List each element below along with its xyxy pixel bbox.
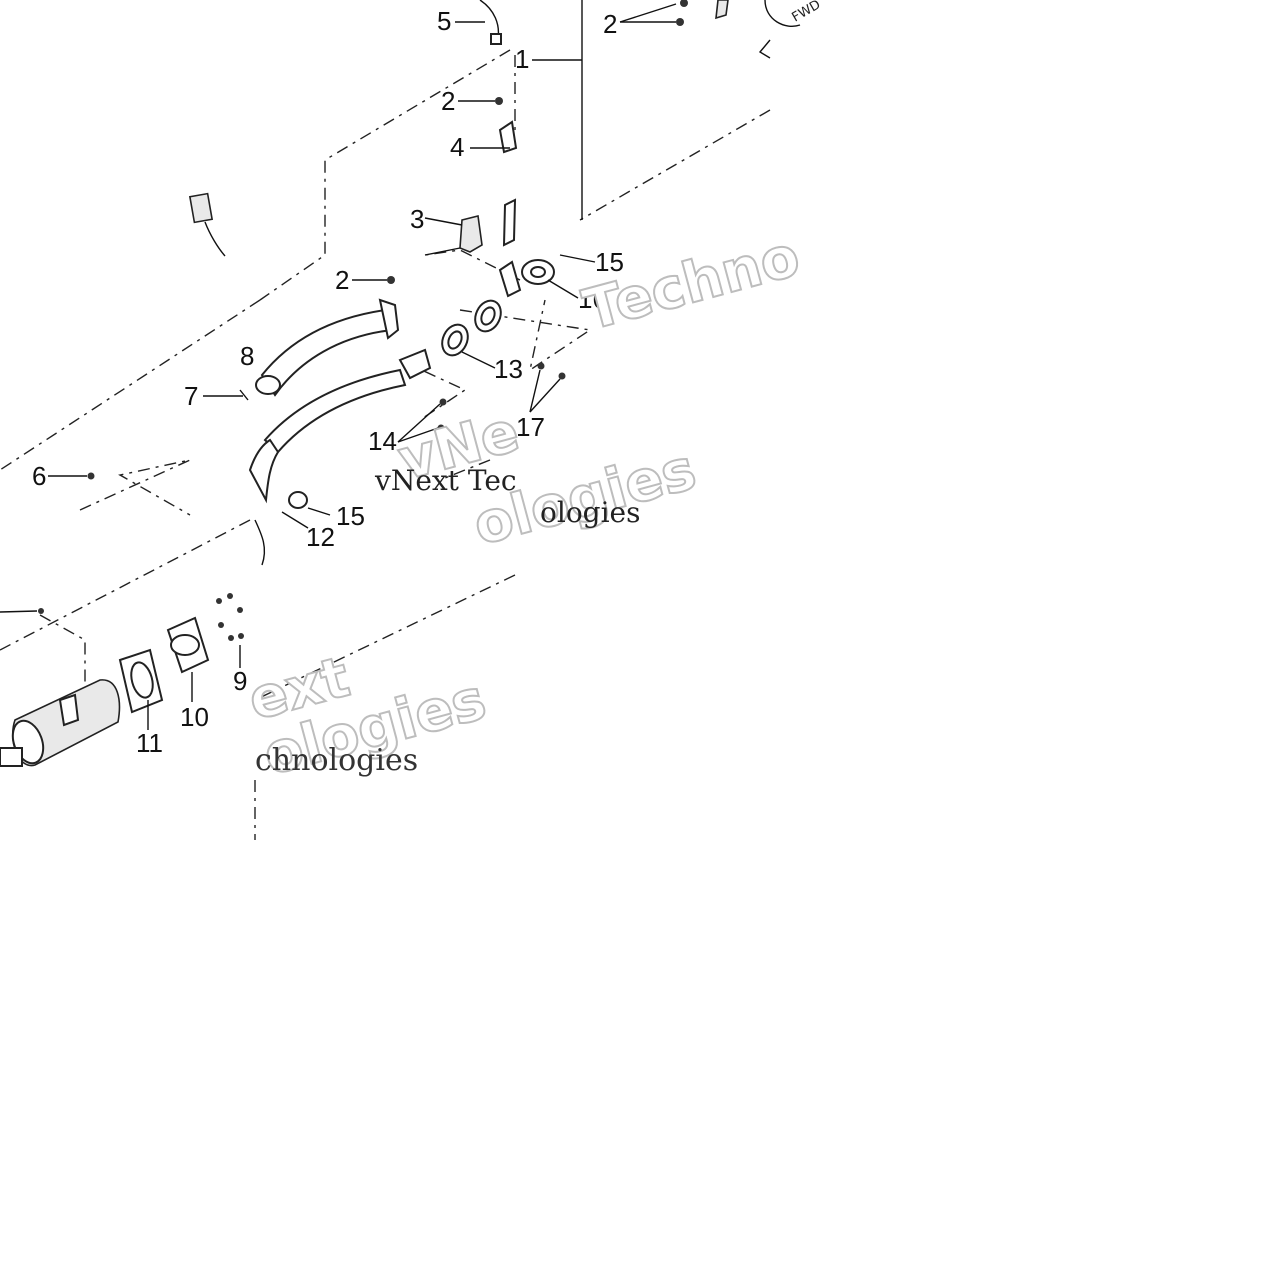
callout-6: 6: [32, 461, 46, 491]
mid-pipe: [203, 276, 432, 504]
callout-11: 11: [136, 728, 163, 758]
callout-15-upper: 15: [595, 247, 624, 277]
outline-center: [439, 459, 491, 481]
callout-2-upper: 2: [441, 86, 455, 116]
callout-9: 9: [233, 666, 247, 696]
callout-13: 13: [494, 354, 523, 384]
callout-14: 14: [368, 426, 397, 456]
outline-right: [579, 109, 771, 221]
callout-10: 10: [180, 702, 209, 732]
bolt-6: [48, 472, 95, 480]
muffler: [0, 608, 121, 767]
callout-7: 7: [184, 381, 198, 411]
mid-gaskets: [441, 299, 502, 369]
callout-labels: 1 2 2 2 3 4 5 6 7 8 9 10 11 12 13 14 15 …: [32, 6, 624, 758]
heat-shield: [424, 215, 483, 256]
outline-left-mid: [79, 459, 191, 516]
callout-12: 12: [306, 522, 335, 552]
callout-2-mid: 2: [335, 265, 349, 295]
callout-1-bracket: [532, 0, 583, 220]
outline-flange-right: [459, 299, 592, 372]
callout-3: 3: [410, 204, 424, 234]
seal-ring: [254, 491, 331, 566]
callout-16: 16: [578, 284, 607, 314]
callout-8: 8: [240, 341, 254, 371]
watermarks: Techno vNe vNext Tec ologies ologies ext…: [241, 223, 807, 790]
fwd-bracket: [619, 0, 801, 59]
callout-15-lower: 15: [336, 501, 365, 531]
upper-flange: [521, 254, 596, 299]
front-pipe: [458, 97, 522, 298]
assembly-outlines: [0, 49, 771, 840]
muffler-flanges: [118, 593, 244, 730]
sensor-connector-left: [188, 192, 226, 257]
callout-17: 17: [516, 412, 545, 442]
bolts-14-17: [397, 362, 566, 443]
callout-4: 4: [450, 132, 464, 162]
outline-lower-right: [254, 574, 516, 701]
watermark-chnologies-serif: chnologies: [255, 743, 418, 778]
callout-5: 5: [437, 6, 451, 36]
outline-left-upper: [0, 299, 261, 471]
watermark-ologies-serif: ologies: [540, 496, 641, 529]
callout-2-top: 2: [603, 9, 617, 39]
oxygen-sensor-upper: [455, 0, 502, 45]
watermark-vnext-serif: vNext Tec: [374, 464, 517, 497]
outline-upper: [259, 49, 511, 301]
outline-lower-left: [0, 519, 251, 651]
fwd-label: FWD: [790, 0, 824, 25]
watermark-techno: Techno: [577, 224, 806, 344]
callout-1: 1: [515, 44, 529, 74]
